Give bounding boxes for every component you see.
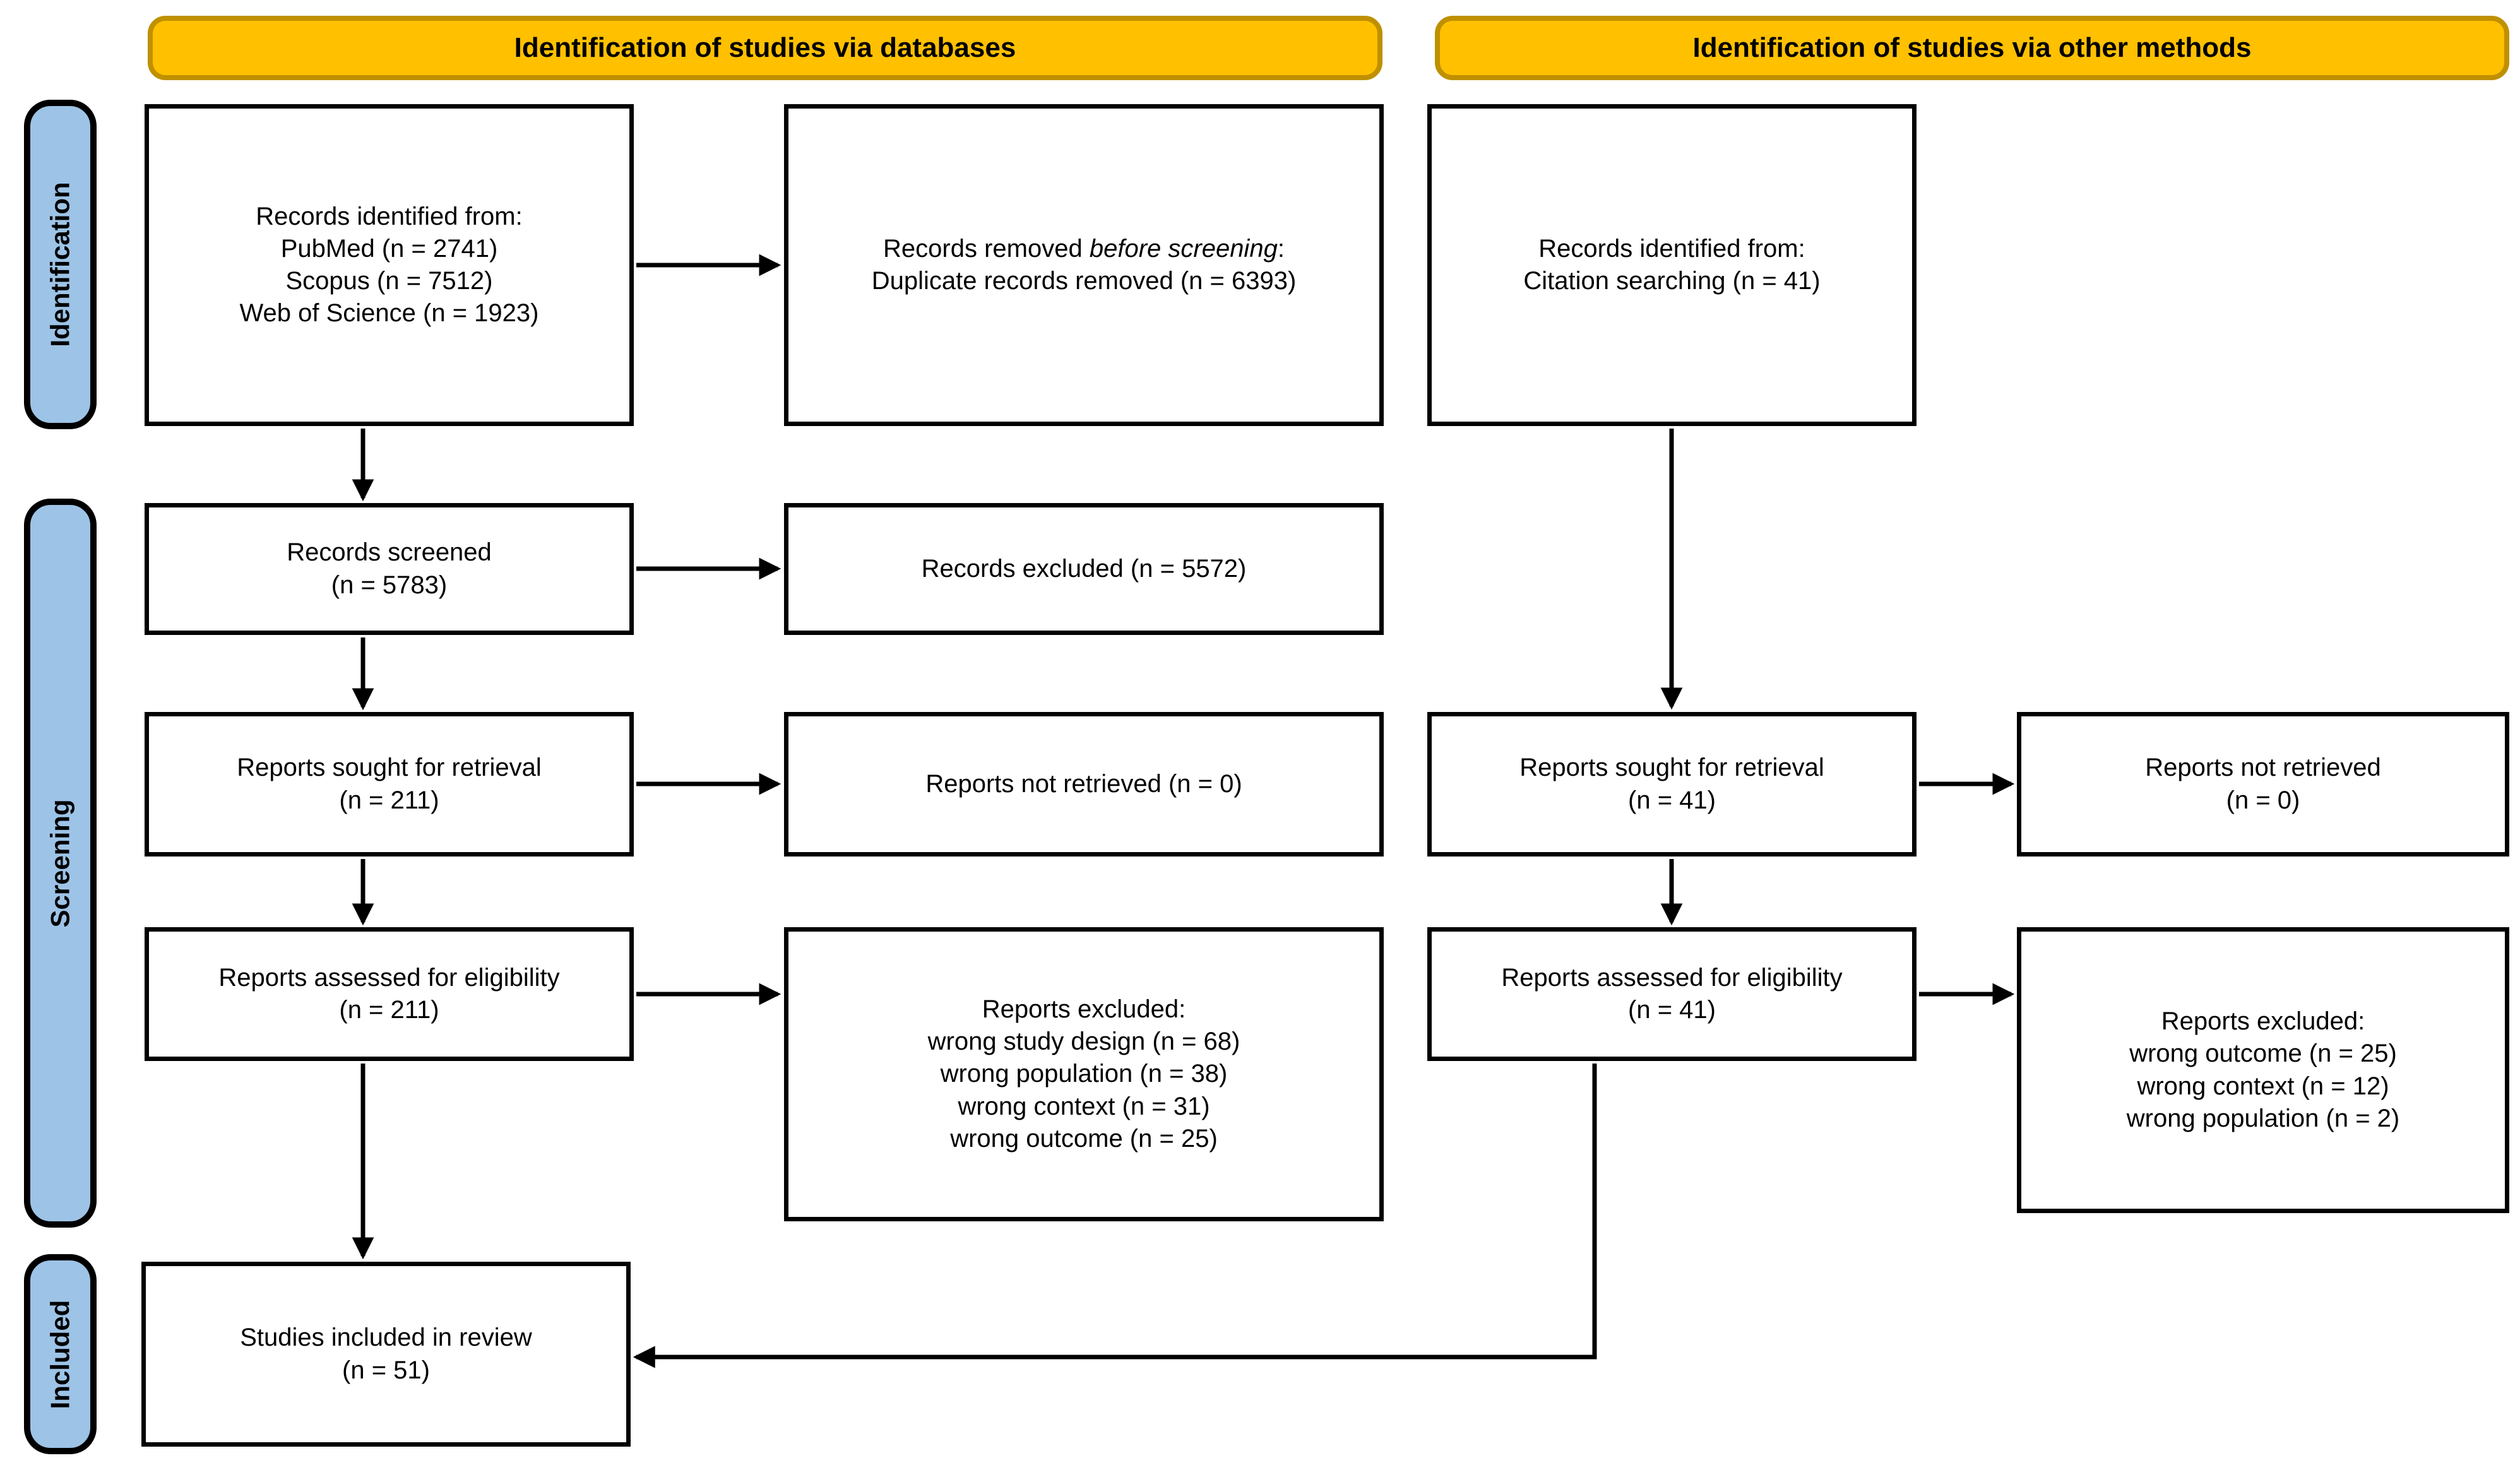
box-records-removed: Records removed before screening: Duplic… — [784, 104, 1384, 426]
text-line: Records removed before screening: — [788, 233, 1379, 265]
box-records-screened: Records screened (n = 5783) — [145, 503, 634, 635]
stage-included-label: Included — [45, 1300, 75, 1409]
text-line: wrong context (n = 12) — [2137, 1072, 2389, 1100]
text-line: Records excluded (n = 5572) — [921, 554, 1247, 583]
box-records-identified-other: Records identified from: Citation search… — [1427, 104, 1917, 426]
text-line: wrong population (n = 2) — [2126, 1104, 2400, 1132]
stage-identification-label: Identification — [45, 182, 75, 347]
text-line: Scopus (n = 7512) — [285, 267, 493, 295]
text-line: PubMed (n = 2741) — [280, 234, 498, 263]
box-reports-not-retrieved-databases: Reports not retrieved (n = 0) — [784, 712, 1384, 857]
text-line: Records screened — [287, 538, 492, 567]
text-line: Reports excluded: — [2161, 1007, 2365, 1036]
text-line: wrong study design (n = 68) — [927, 1028, 1240, 1056]
text-italic: before screening — [1089, 234, 1278, 263]
text-line: Duplicate records removed (n = 6393) — [871, 267, 1297, 295]
text-line: wrong population (n = 38) — [940, 1060, 1228, 1088]
box-records-excluded: Records excluded (n = 5572) — [784, 503, 1384, 635]
header-databases-label: Identification of studies via databases — [514, 32, 1016, 63]
text-line: Records identified from: — [256, 202, 523, 230]
box-reports-assessed-databases: Reports assessed for eligibility (n = 21… — [145, 927, 634, 1061]
text-line: (n = 0) — [2226, 786, 2300, 814]
stage-screening-label: Screening — [45, 798, 75, 928]
text-line: Reports sought for retrieval — [237, 754, 542, 782]
text-line: (n = 41) — [1628, 996, 1716, 1024]
box-records-identified-databases: Records identified from: PubMed (n = 274… — [145, 104, 634, 426]
header-databases: Identification of studies via databases — [148, 16, 1382, 80]
text-line: wrong outcome (n = 25) — [950, 1124, 1218, 1153]
text-line: Citation searching (n = 41) — [1523, 267, 1821, 295]
stage-included: Included — [24, 1254, 97, 1454]
box-reports-not-retrieved-other: Reports not retrieved (n = 0) — [2017, 712, 2509, 857]
header-other-methods-label: Identification of studies via other meth… — [1692, 32, 2252, 63]
box-reports-assessed-other: Reports assessed for eligibility (n = 41… — [1427, 927, 1917, 1061]
text-line: Records identified from: — [1538, 234, 1805, 263]
text-line: Studies included in review — [240, 1324, 532, 1352]
text-span: : — [1277, 234, 1285, 263]
stage-screening: Screening — [24, 499, 97, 1228]
text-line: Reports assessed for eligibility — [1501, 963, 1843, 992]
text-line: (n = 51) — [342, 1356, 430, 1384]
text-line: wrong outcome (n = 25) — [2129, 1040, 2397, 1068]
box-reports-sought-databases: Reports sought for retrieval (n = 211) — [145, 712, 634, 857]
text-line: Web of Science (n = 1923) — [239, 299, 539, 328]
text-line: (n = 211) — [339, 996, 439, 1024]
text-line: (n = 211) — [339, 786, 439, 814]
text-line: wrong context (n = 31) — [958, 1092, 1210, 1120]
box-reports-sought-other: Reports sought for retrieval (n = 41) — [1427, 712, 1917, 857]
arrow-assessed-other-to-included — [633, 1064, 1597, 1368]
box-reports-excluded-databases: Reports excluded: wrong study design (n … — [784, 927, 1384, 1221]
text-line: (n = 5783) — [331, 571, 448, 599]
text-line: Reports excluded: — [982, 995, 1186, 1024]
text-line: Reports assessed for eligibility — [218, 963, 560, 992]
header-other-methods: Identification of studies via other meth… — [1435, 16, 2509, 80]
text-line: (n = 41) — [1628, 786, 1716, 814]
box-reports-excluded-other: Reports excluded: wrong outcome (n = 25)… — [2017, 927, 2509, 1213]
stage-identification: Identification — [24, 100, 97, 429]
text-span: Records removed — [883, 234, 1090, 263]
box-studies-included: Studies included in review (n = 51) — [141, 1262, 631, 1447]
text-line: Reports not retrieved — [2145, 754, 2381, 782]
text-line: Reports sought for retrieval — [1519, 754, 1824, 782]
text-line: Reports not retrieved (n = 0) — [925, 769, 1242, 798]
